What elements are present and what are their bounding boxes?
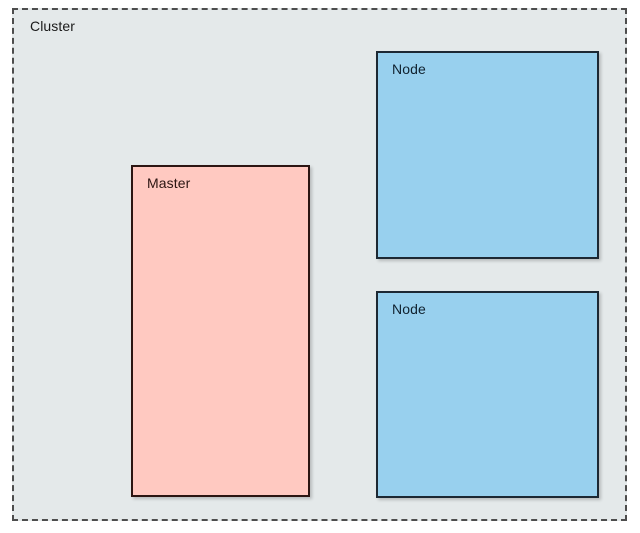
- cluster-container[interactable]: Cluster Master Node Node: [12, 8, 627, 521]
- master-node-label: Master: [147, 175, 191, 191]
- master-node-box[interactable]: Master: [131, 165, 310, 497]
- worker-node-box-1[interactable]: Node: [376, 51, 599, 259]
- worker-node-label-1: Node: [392, 61, 426, 77]
- worker-node-label-2: Node: [392, 301, 426, 317]
- cluster-label: Cluster: [30, 18, 76, 34]
- worker-node-box-2[interactable]: Node: [376, 291, 599, 498]
